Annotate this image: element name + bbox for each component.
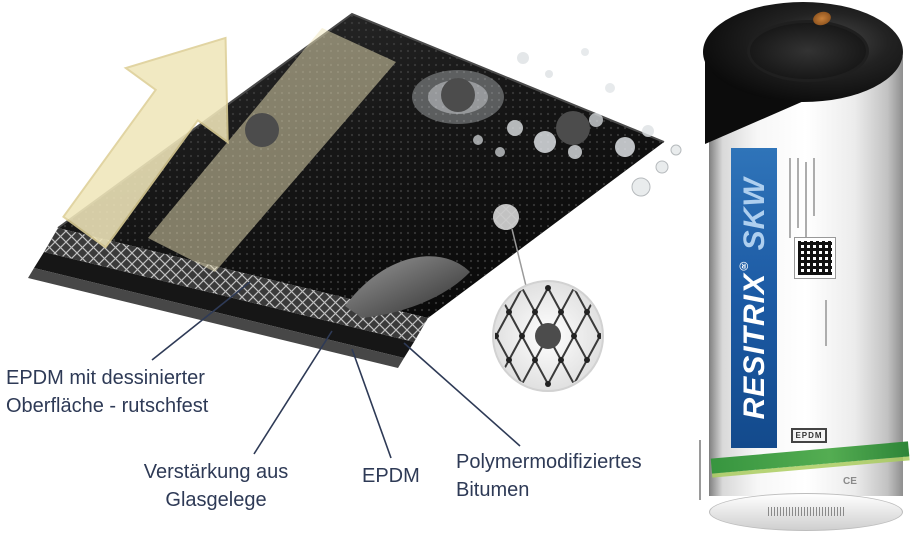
ce-mark: CE — [843, 476, 857, 487]
leader-reinforcement — [253, 330, 333, 455]
label-fineprint-line — [699, 440, 701, 500]
variant-name: SKW — [737, 176, 771, 250]
product-roll: RESITRIX® SKW EPDM CE — [695, 0, 910, 535]
label-fineprint-line — [789, 158, 791, 238]
label-bitumen-line2: Bitumen — [456, 479, 530, 502]
curled-corner — [345, 256, 470, 318]
label-fineprint-line — [797, 158, 799, 228]
label-epdm: EPDM — [362, 465, 420, 487]
brand-name: RESITRIX — [737, 272, 771, 420]
leader-surface — [151, 281, 251, 361]
leader-epdm — [351, 348, 392, 459]
label-bitumen: Polymermodifiziertes Bitumen — [456, 448, 686, 505]
label-fineprint-line — [813, 158, 815, 216]
marker-dots — [245, 78, 590, 147]
reflection-arrow — [62, 28, 396, 272]
epdm-logo-text: EPDM — [795, 431, 823, 440]
label-reinforcement-line2: Glasgelege — [165, 489, 267, 512]
membrane-diagram — [28, 12, 682, 459]
up-arrow — [62, 36, 229, 249]
qr-code — [794, 237, 836, 279]
mesh-zoom-inset — [492, 204, 604, 392]
roll-spiral — [747, 20, 869, 82]
light-beam — [148, 28, 396, 272]
label-reinforcement-line1: Verstärkung aus — [143, 461, 289, 483]
leader-bitumen — [403, 342, 521, 447]
roll-brand-band: RESITRIX® SKW — [731, 148, 777, 448]
roll-bottom-edge — [709, 493, 903, 531]
label-fineprint-line — [825, 300, 827, 346]
layer-stack — [28, 228, 428, 368]
label-reinforcement: Verstärkung aus Glasgelege — [118, 458, 314, 515]
label-fineprint-line — [805, 162, 807, 246]
label-epdm-surface: EPDM mit dessinierter Oberfläche - rutsc… — [6, 364, 258, 421]
label-epdm-surface-line2: Oberfläche - rutschfest — [6, 395, 209, 418]
epdm-logo: EPDM — [791, 428, 827, 443]
label-epdm-surface-line1: EPDM mit dessinierter — [6, 367, 205, 389]
registered-mark: ® — [736, 257, 751, 273]
roll-top — [703, 2, 903, 102]
barcode — [768, 507, 846, 516]
roll-brand-text: RESITRIX® SKW — [737, 177, 772, 419]
leader-lines — [151, 281, 521, 459]
inset-center-dot — [535, 323, 561, 349]
label-bitumen-line1: Polymermodifiziertes — [456, 451, 642, 473]
